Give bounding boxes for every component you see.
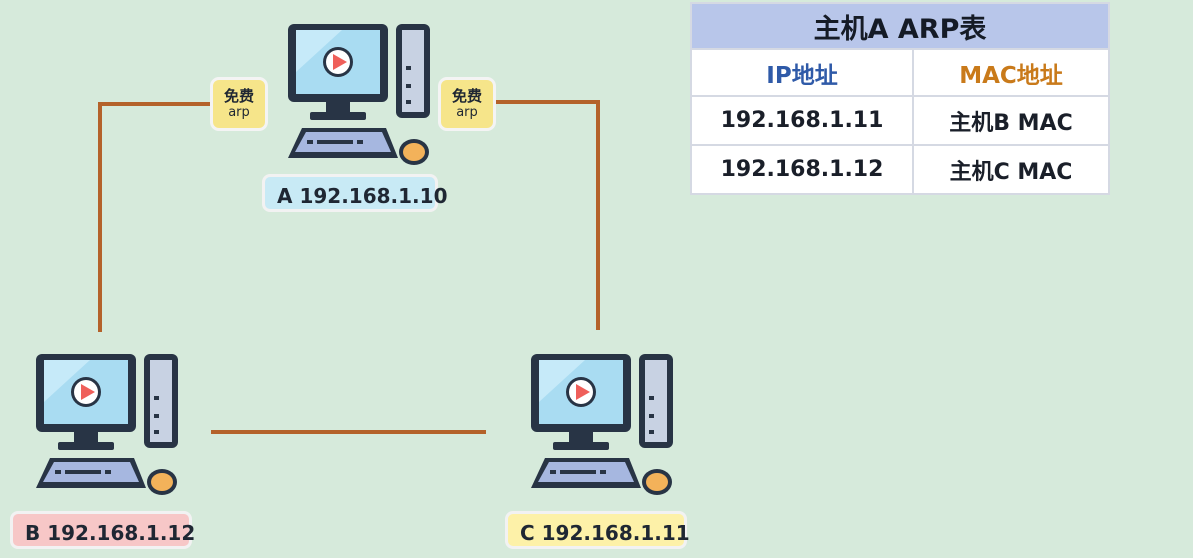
header-mac-address: MAC地址 [912, 48, 1110, 97]
host-c-computer-icon [525, 350, 725, 500]
arp-table: 主机A ARP表 IP地址 MAC地址 192.168.1.11 主机B MAC… [690, 2, 1110, 195]
tag-line1: 免费 [451, 87, 482, 105]
gratuitous-arp-tag-left: 免费 arp [210, 77, 268, 131]
row-ip: 192.168.1.12 [690, 144, 914, 195]
table-row: 192.168.1.11 主机B MAC [690, 95, 1110, 146]
host-a-computer-icon [282, 20, 482, 170]
row-ip: 192.168.1.11 [690, 95, 914, 146]
host-a-ip-label: A 192.168.1.10 [262, 174, 447, 212]
table-row: 192.168.1.12 主机C MAC [690, 144, 1110, 195]
tag-line2: arp [456, 105, 478, 120]
header-ip-address: IP地址 [690, 48, 914, 97]
host-b-ip-label: B 192.168.1.12 [10, 511, 195, 549]
tag-line2: arp [228, 105, 250, 120]
table-title-row: 主机A ARP表 [690, 2, 1110, 50]
host-c-ip-label: C 192.168.1.11 [505, 511, 690, 549]
row-mac: 主机B MAC [912, 95, 1110, 146]
table-header-row: IP地址 MAC地址 [690, 48, 1110, 97]
host-b-computer-icon [30, 350, 230, 500]
tag-line1: 免费 [223, 87, 254, 105]
gratuitous-arp-tag-right: 免费 arp [438, 77, 496, 131]
link-a-to-c [494, 100, 600, 330]
link-a-to-b [98, 102, 212, 332]
table-title: 主机A ARP表 [690, 2, 1110, 50]
row-mac: 主机C MAC [912, 144, 1110, 195]
